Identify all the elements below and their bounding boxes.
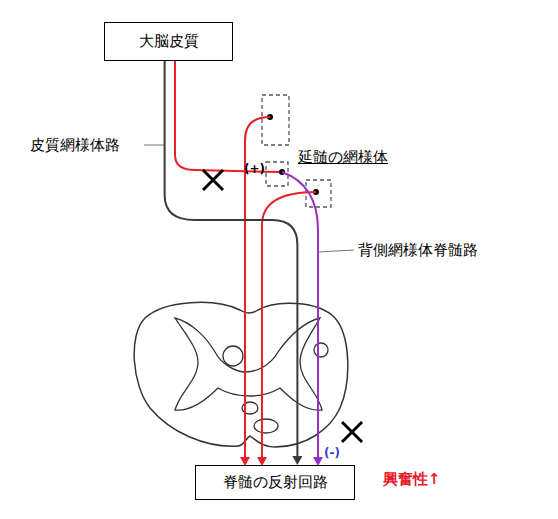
tract-line <box>165 61 298 458</box>
cross-mark <box>203 170 223 190</box>
text-label: (+) <box>244 162 265 176</box>
leader-line <box>144 145 165 146</box>
nucleus-circle <box>223 346 243 366</box>
text-box: 大脳皮質 <box>104 22 233 61</box>
tract-ellipse <box>254 419 278 433</box>
spinal-cord-outline <box>134 302 348 447</box>
red-fiber <box>262 192 316 458</box>
text-label: (-) <box>324 446 340 460</box>
tract-connector <box>165 61 303 465</box>
text-label: 皮質網様体路 <box>30 136 120 155</box>
text-box: 脊髄の反射回路 <box>195 465 355 500</box>
box-text: 脊髄の反射回路 <box>223 473 328 492</box>
leader-line <box>318 250 354 252</box>
text-label: 興奮性↑ <box>383 470 441 489</box>
arrow-head <box>292 456 302 465</box>
cross-mark <box>342 422 362 442</box>
red-fiber <box>245 117 270 458</box>
gray-matter <box>175 318 322 410</box>
purple-fiber <box>282 172 318 458</box>
text-label: 延髄の網様体 <box>298 148 388 167</box>
nucleus-circle <box>314 343 328 357</box>
text-label: 背側網様体脊髄路 <box>358 241 478 260</box>
reticular-box <box>262 95 289 145</box>
box-text: 大脳皮質 <box>139 32 199 51</box>
